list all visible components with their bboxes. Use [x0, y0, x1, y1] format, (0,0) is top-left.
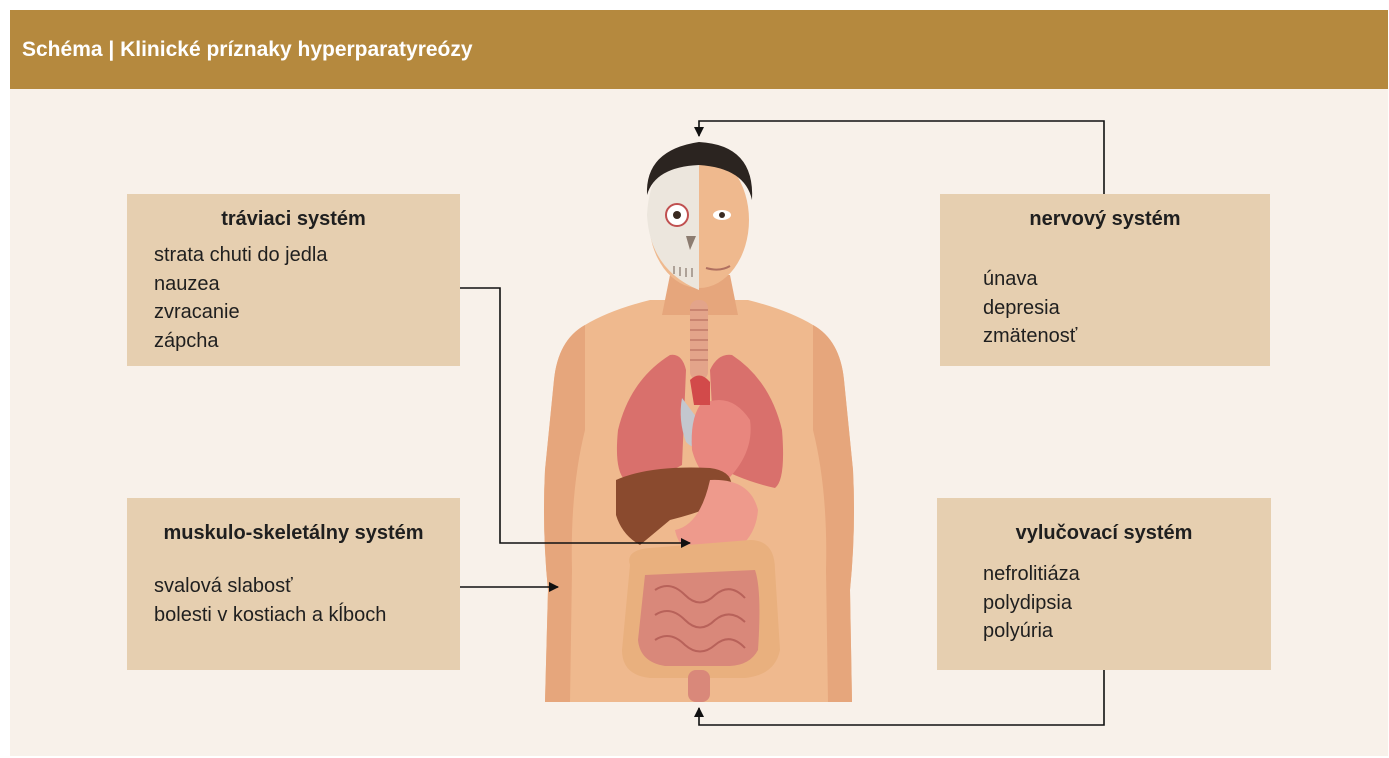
symptom-item: strata chuti do jedla — [154, 241, 327, 270]
nervous-system-box: nervový systém únava depresia zmätenosť — [940, 194, 1270, 366]
musculoskeletal-symptom-list: svalová slabosť bolesti v kostiach a kĺb… — [154, 572, 386, 629]
excretory-system-box: vylučovací systém nefrolitiáza polydipsi… — [937, 498, 1271, 670]
excretory-system-title: vylučovací systém — [937, 522, 1271, 545]
diagram-panel: Schéma | Klinické príznaky hyperparatyre… — [10, 10, 1388, 756]
nervous-system-title: nervový systém — [940, 208, 1270, 231]
digestive-symptom-list: strata chuti do jedla nauzea zvracanie z… — [154, 241, 327, 355]
symptom-item: zvracanie — [154, 298, 327, 327]
symptom-item: polydipsia — [983, 589, 1080, 618]
symptom-item: únava — [983, 265, 1077, 294]
symptom-item: bolesti v kostiach a kĺboch — [154, 601, 386, 630]
digestive-system-title: tráviaci systém — [127, 208, 460, 231]
musculoskeletal-system-box: muskulo-skeletálny systém svalová slabos… — [127, 498, 460, 670]
symptom-item: depresia — [983, 294, 1077, 323]
digestive-system-box: tráviaci systém strata chuti do jedla na… — [127, 194, 460, 366]
symptom-item: polyúria — [983, 617, 1080, 646]
head — [647, 142, 752, 290]
connector-nervous-arrow-icon — [699, 121, 1104, 194]
symptom-item: svalová slabosť — [154, 572, 386, 601]
musculoskeletal-system-title: muskulo-skeletálny systém — [127, 522, 460, 545]
symptom-item: zmätenosť — [983, 322, 1077, 351]
nervous-symptom-list: únava depresia zmätenosť — [983, 265, 1077, 351]
excretory-symptom-list: nefrolitiáza polydipsia polyúria — [983, 560, 1080, 646]
symptom-item: zápcha — [154, 327, 327, 356]
symptom-item: nefrolitiáza — [983, 560, 1080, 589]
symptom-item: nauzea — [154, 270, 327, 299]
